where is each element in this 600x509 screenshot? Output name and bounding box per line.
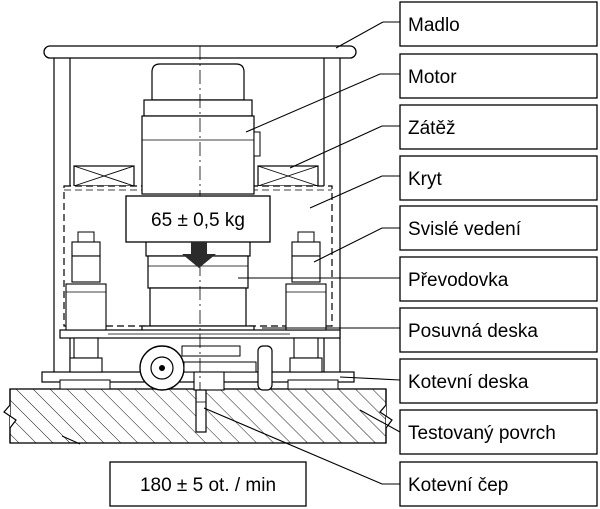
label-test-surface: Testovaný povrch (408, 423, 556, 444)
leader-lines (203, 21, 401, 485)
label-box-anchor-pin: Kotevní čep (399, 461, 598, 507)
leader-handle (335, 21, 400, 49)
label-box-gearbox: Převodovka (399, 256, 598, 302)
motor-part (141, 63, 261, 195)
mass-value: 65 ± 0,5 kg (151, 210, 245, 231)
leader-load (289, 125, 400, 169)
label-box-anchor-plate: Kotevní deska (399, 358, 598, 404)
label-sliding-plate: Posuvná deska (408, 321, 538, 342)
leader-motor (245, 73, 400, 133)
label-box-cover: Kryt (399, 155, 598, 201)
leader-anchor-pin (203, 407, 400, 485)
label-box-handle: Madlo (399, 1, 598, 47)
down-arrow-icon (182, 242, 216, 268)
label-load: Zátěž (408, 118, 456, 139)
label-box-test-surface: Testovaný povrch (399, 409, 598, 455)
label-cover: Kryt (408, 169, 443, 190)
speed-value: 180 ± 5 ot. / min (140, 475, 276, 496)
label-motor: Motor (408, 67, 457, 88)
vertical-guide-right (285, 231, 327, 373)
label-gearbox: Převodovka (408, 270, 509, 291)
label-anchor-pin: Kotevní čep (408, 475, 508, 496)
label-box-vertical-guide: Svislé vedení (399, 205, 598, 251)
anchor-pin-part (195, 389, 207, 433)
vertical-guide-left (65, 231, 107, 373)
leader-test-surface (359, 409, 401, 433)
leader-cover (309, 175, 400, 209)
label-box-sliding-plate: Posuvná deska (399, 307, 598, 353)
label-vertical-guide: Svislé vedení (408, 219, 522, 240)
label-box-motor: Motor (399, 53, 598, 99)
label-box-load: Zátěž (399, 104, 598, 150)
label-handle: Madlo (408, 15, 460, 36)
mass-annotation: 65 ± 0,5 kg (125, 195, 271, 243)
label-anchor-plate: Kotevní deska (408, 372, 529, 393)
leader-anchor-plate (339, 376, 401, 381)
drive-wheels (139, 345, 273, 391)
speed-annotation: 180 ± 5 ot. / min (109, 461, 307, 507)
leader-vertical-guide (313, 227, 400, 263)
